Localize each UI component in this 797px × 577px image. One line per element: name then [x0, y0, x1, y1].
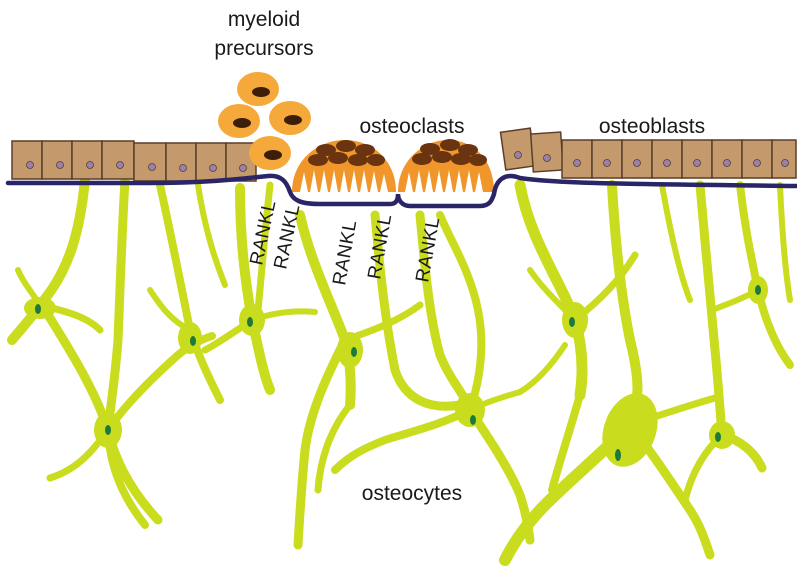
myeloid-nucleus — [264, 150, 282, 160]
osteoblast-cell — [72, 141, 102, 179]
osteocytes-label: osteocytes — [362, 482, 462, 505]
osteoblast-cell — [166, 143, 196, 181]
osteoblast-nucleus — [694, 160, 701, 167]
osteocyte-body — [337, 332, 363, 368]
osteoclast-nucleus — [367, 154, 385, 166]
osteoblast-nucleus — [180, 165, 187, 172]
osteoblast-cell — [742, 140, 772, 178]
osteoclast-nucleus — [336, 140, 356, 152]
osteoclast-group — [292, 139, 494, 192]
osteocyte-nucleus — [105, 425, 111, 435]
osteoblast-nucleus — [574, 160, 581, 167]
osteoblast-cell — [652, 140, 682, 178]
rankl-label: RANKL — [329, 218, 361, 287]
osteoblasts-label: osteoblasts — [599, 115, 705, 138]
osteocyte-nucleus — [470, 415, 476, 425]
osteoclast-nucleus — [328, 152, 348, 164]
osteoblast-nucleus — [240, 165, 247, 172]
osteoblast-row-left — [12, 141, 256, 181]
osteocyte-nucleus — [35, 304, 41, 314]
osteocyte-nucleus — [755, 285, 761, 295]
osteoblast-nucleus — [515, 152, 522, 159]
osteoblast-cell — [531, 132, 564, 172]
osteocyte-body — [178, 322, 202, 354]
osteocyte-body — [709, 421, 735, 449]
osteoblast-cell — [562, 140, 592, 178]
osteocyte-nucleus — [247, 317, 253, 327]
osteoblast-nucleus — [210, 165, 217, 172]
osteoblast-cell — [196, 143, 226, 181]
osteocyte-nucleus — [351, 347, 357, 357]
osteoblast-nucleus — [87, 162, 94, 169]
osteoblast-cell — [712, 140, 742, 178]
osteoblast-nucleus — [664, 160, 671, 167]
osteoclast-nucleus — [432, 151, 452, 163]
osteoblast-cell — [102, 141, 134, 179]
osteoclasts-label: osteoclasts — [359, 115, 464, 138]
osteoblast-nucleus — [117, 162, 124, 169]
osteoblast-nucleus — [544, 155, 551, 162]
myeloid-nucleus — [284, 115, 302, 125]
osteoblast-nucleus — [754, 160, 761, 167]
osteoblast-cell — [682, 140, 712, 178]
osteoblast-cell — [622, 140, 652, 178]
osteoblast-cell — [42, 141, 72, 179]
myeloid-label-line1: myeloid — [228, 8, 300, 31]
osteoblast-nucleus — [604, 160, 611, 167]
osteoblast-nucleus — [634, 160, 641, 167]
osteoblast-nucleus — [782, 160, 789, 167]
osteocyte-body — [562, 302, 588, 338]
osteoblast-cell — [772, 140, 796, 178]
osteoclast-nucleus — [348, 154, 368, 166]
osteocyte-body — [455, 393, 485, 427]
osteoclast-nucleus — [308, 154, 328, 166]
osteoclast-nucleus — [451, 153, 471, 165]
osteoblast-nucleus — [57, 162, 64, 169]
myeloid-nucleus — [233, 118, 251, 128]
osteocyte-nucleus — [190, 336, 196, 346]
osteoblast-cell — [134, 143, 166, 181]
osteoblast-cell — [592, 140, 622, 178]
osteoblast-nucleus — [149, 164, 156, 171]
osteoblast-cell — [12, 141, 42, 179]
osteocyte-nucleus — [569, 317, 575, 327]
osteoblast-nucleus — [27, 162, 34, 169]
myeloid-nucleus — [252, 87, 270, 97]
osteocyte-nucleus — [615, 449, 621, 461]
osteocyte-nucleus — [715, 432, 721, 442]
osteoclast-nucleus — [412, 153, 432, 165]
rankl-label: RANKL — [364, 212, 396, 281]
myeloid-label-line2: precursors — [214, 37, 313, 60]
osteoblast-nucleus — [724, 160, 731, 167]
osteoclast-nucleus — [440, 139, 460, 151]
osteoclast-nucleus — [469, 154, 487, 166]
